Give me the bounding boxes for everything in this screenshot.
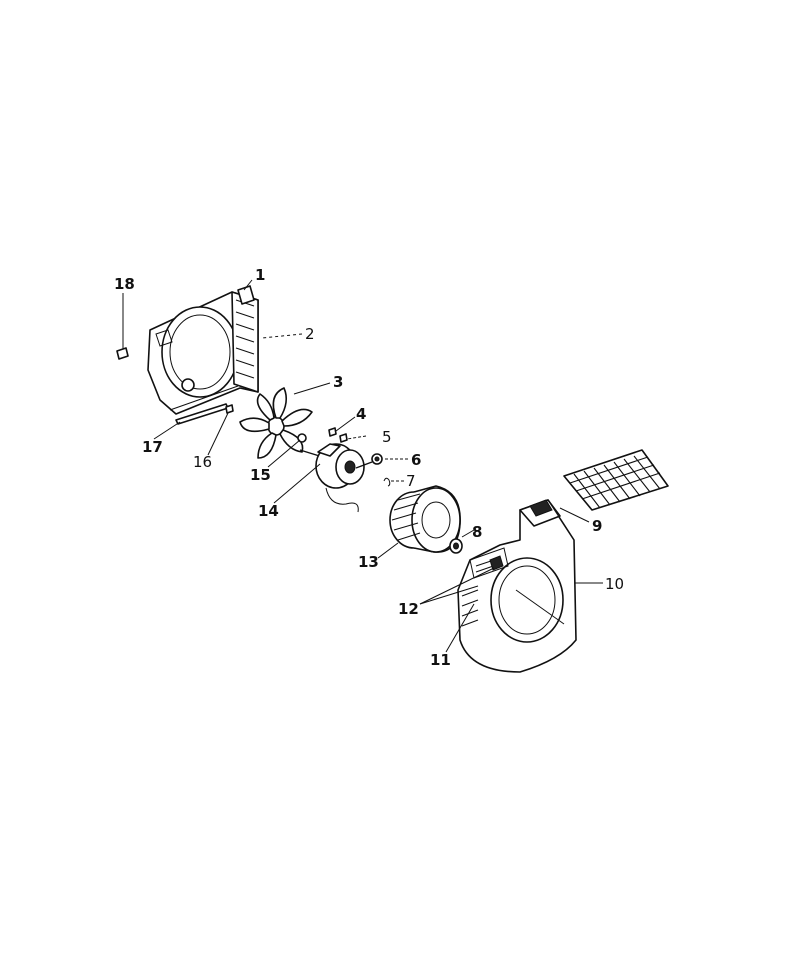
callout-11: 11: [430, 651, 451, 669]
callout-8: 8: [472, 523, 482, 541]
part-1-grille-tab: [237, 285, 255, 305]
callout-12: 12: [398, 600, 419, 618]
callout-5: 5: [382, 428, 392, 446]
part-16-screw: [225, 404, 234, 414]
callout-2: 2: [305, 325, 315, 343]
callout-10: 10: [605, 575, 624, 593]
callout-15: 15: [250, 466, 271, 484]
part-18-clip: [116, 293, 129, 360]
part-10-blower-housing: [457, 499, 577, 673]
part-9-filter-screen: [563, 449, 669, 511]
callout-16: 16: [193, 453, 212, 471]
callout-17: 17: [142, 438, 163, 456]
callout-6: 6: [411, 451, 421, 469]
callout-labels: 18 1 2 3 4 5 6 7 8 9 10 12 11 13 14 15 1…: [114, 266, 624, 669]
leader-lines: [153, 279, 603, 653]
callout-9: 9: [592, 517, 602, 535]
callout-13: 13: [358, 553, 379, 571]
part-5-screw: [339, 433, 348, 443]
callout-14: 14: [258, 502, 279, 520]
part-14-motor: [299, 443, 373, 513]
part-8-hub: [449, 538, 463, 554]
part-13-blower-wheel: [389, 485, 461, 553]
part-2-fan-shroud: [147, 291, 259, 415]
part-3-fan-blade: [239, 387, 313, 459]
callout-4: 4: [356, 405, 366, 423]
callout-1: 1: [255, 266, 265, 284]
part-6-nut: [371, 453, 383, 465]
part-4-screw: [328, 427, 337, 437]
part-7-clip: [383, 477, 391, 487]
callout-3: 3: [333, 373, 343, 391]
callout-18: 18: [114, 275, 135, 293]
callout-7: 7: [406, 472, 416, 490]
